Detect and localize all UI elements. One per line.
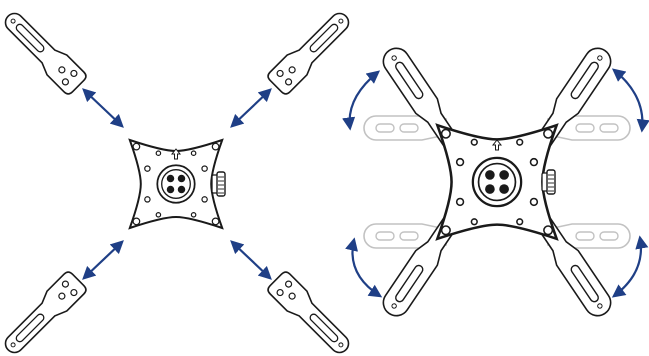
curved-double-arrow-icon <box>611 235 649 298</box>
double-arrow-icon <box>82 88 124 128</box>
curved-double-arrow-icon <box>345 237 383 298</box>
loose-arm-top-right <box>265 5 357 97</box>
tension-knob-icon <box>211 171 226 197</box>
curved-double-arrow-icon <box>611 68 649 133</box>
loose-arm-top-left <box>0 5 89 97</box>
exploded-assembly-view <box>0 5 357 356</box>
tension-knob-icon <box>541 169 556 195</box>
curved-double-arrow-icon <box>342 70 381 131</box>
double-arrow-icon <box>230 240 272 280</box>
double-arrow-icon <box>82 240 124 280</box>
loose-arm-bottom-right <box>265 269 357 356</box>
rotation-adjustment-view <box>342 42 649 322</box>
double-arrow-icon <box>230 88 272 128</box>
loose-arm-bottom-left <box>0 269 89 356</box>
